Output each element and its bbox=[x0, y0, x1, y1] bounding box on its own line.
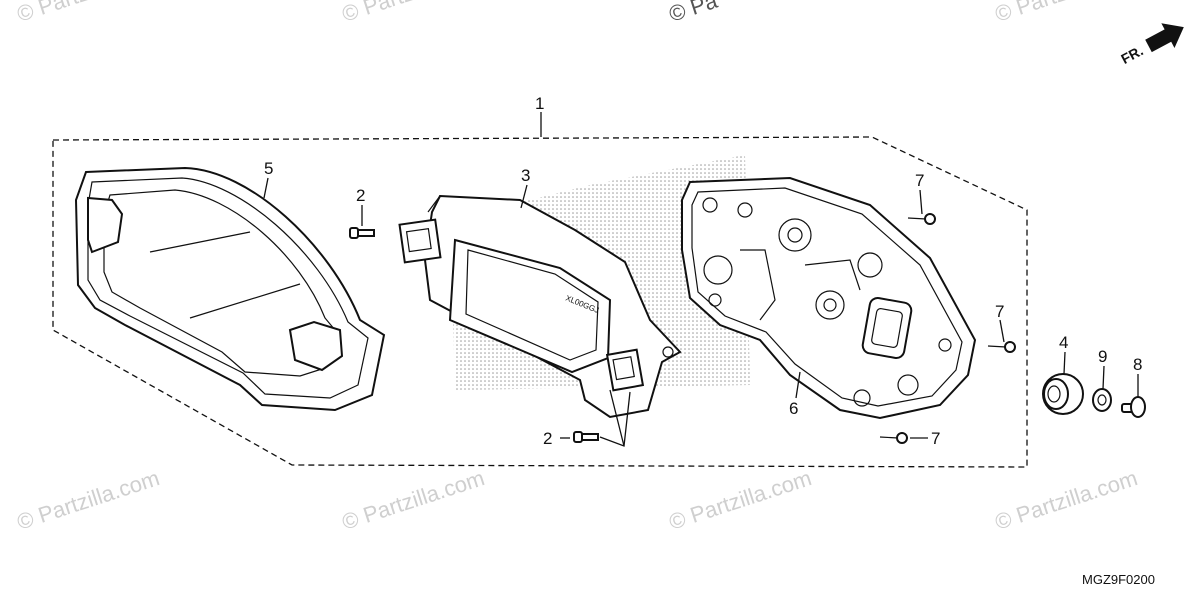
bolt-8 bbox=[1121, 396, 1146, 418]
watermark: © Partzilla.com bbox=[992, 0, 1141, 27]
callout-5: 5 bbox=[264, 159, 273, 178]
callout-9: 9 bbox=[1098, 347, 1107, 366]
callout-7-lower: 7 bbox=[931, 429, 940, 448]
watermark: © Partzilla.com bbox=[666, 465, 815, 535]
grommet-4 bbox=[1042, 373, 1084, 415]
callout-7-upper: 7 bbox=[915, 171, 924, 190]
watermark: © Partzilla.com bbox=[14, 465, 163, 535]
front-direction-arrow-icon: FR. bbox=[1118, 23, 1184, 67]
callout-7-middle: 7 bbox=[995, 302, 1004, 321]
watermark: © Partzilla.com bbox=[14, 0, 163, 27]
callout-2-lower: 2 bbox=[543, 429, 552, 448]
direction-label: FR. bbox=[1118, 42, 1145, 67]
callout-3: 3 bbox=[521, 166, 530, 185]
diagram-code: MGZ9F0200 bbox=[1082, 572, 1155, 587]
callout-8: 8 bbox=[1133, 355, 1142, 374]
watermark: © Partzilla.com bbox=[339, 465, 488, 535]
leader-lines bbox=[263, 177, 1139, 447]
meter-assembly: XL00GGJ bbox=[398, 194, 682, 419]
screw-7-middle bbox=[987, 341, 1016, 353]
meter-lens-cover bbox=[74, 166, 386, 412]
callout-1: 1 bbox=[535, 94, 544, 113]
screw-2-lower bbox=[573, 431, 599, 443]
callout-4: 4 bbox=[1059, 333, 1068, 352]
watermark: © Partzilla.com bbox=[992, 465, 1141, 535]
watermark: © Partzilla.com bbox=[339, 0, 488, 27]
screw-7-upper bbox=[907, 213, 936, 225]
meter-case bbox=[681, 176, 977, 420]
washer-9 bbox=[1092, 388, 1112, 412]
watermark-top: © Pa bbox=[666, 0, 721, 27]
screw-7-lower bbox=[879, 432, 908, 444]
callout-6: 6 bbox=[789, 399, 798, 418]
callouts: 1 5 2 3 7 7 4 9 8 6 7 2 bbox=[264, 94, 1142, 448]
screw-2-upper bbox=[349, 227, 375, 239]
callout-2-upper: 2 bbox=[356, 186, 365, 205]
